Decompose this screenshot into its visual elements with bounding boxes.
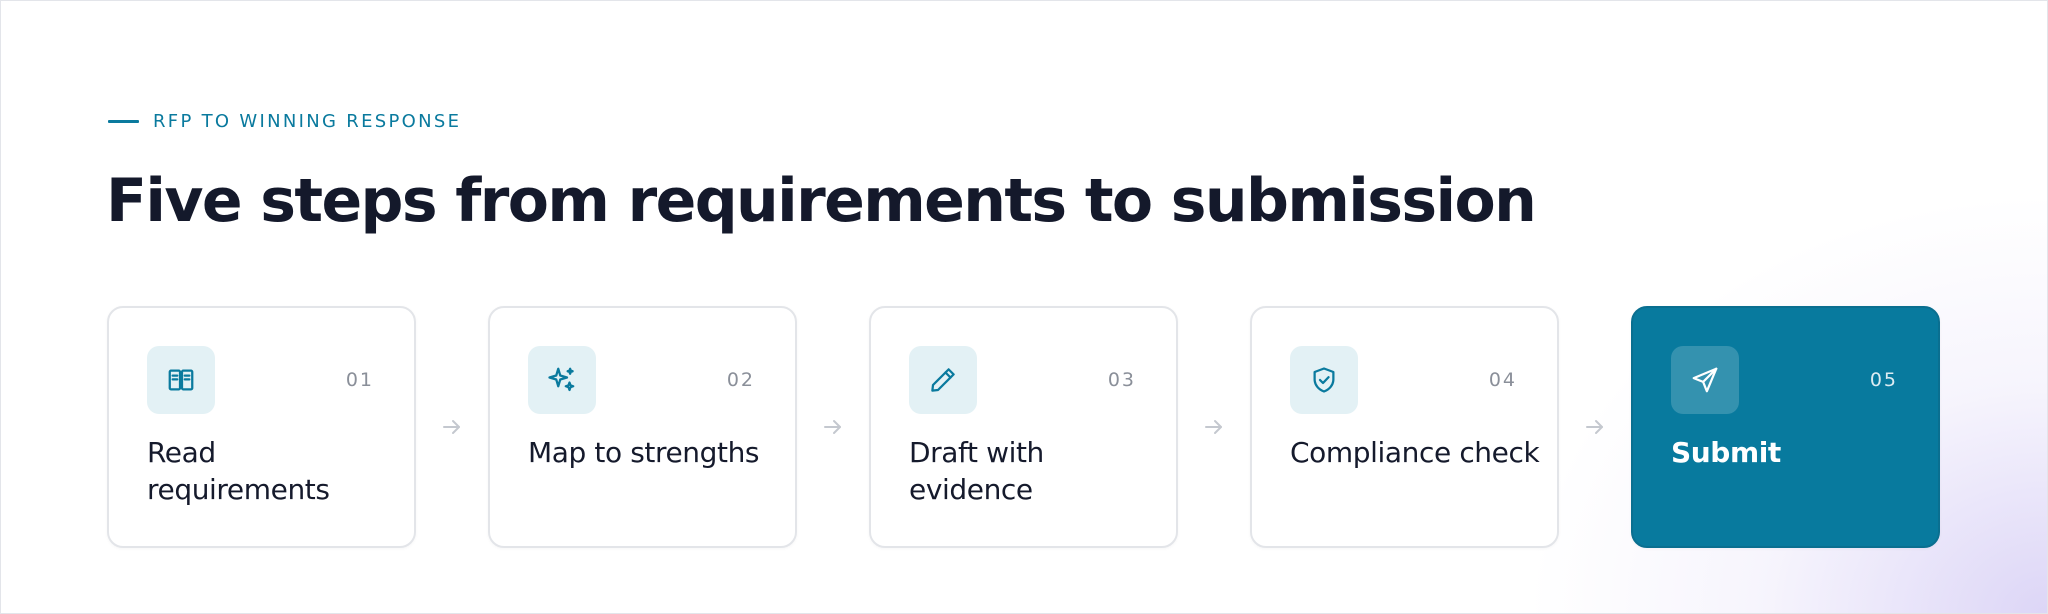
sparkles-icon (528, 346, 596, 414)
arrow-right-icon (797, 306, 869, 548)
step-card-draft-with-evidence: 03 Draft with evidence (869, 306, 1178, 548)
step-card-compliance-check: 04 Compliance check (1250, 306, 1559, 548)
step-title: Compliance check (1290, 436, 1540, 469)
eyebrow: RFP TO WINNING RESPONSE (108, 109, 461, 133)
step-title: Read requirements (147, 436, 330, 506)
arrow-right-icon (1178, 306, 1250, 548)
steps-row: 01 Read requirements 02 Map to strengths (107, 306, 1940, 548)
step-card-read-requirements: 01 Read requirements (107, 306, 416, 548)
step-number: 02 (726, 369, 755, 391)
send-icon (1671, 346, 1739, 414)
arrow-right-icon (416, 306, 488, 548)
page-title: Five steps from requirements to submissi… (106, 166, 1537, 236)
eyebrow-label: RFP TO WINNING RESPONSE (153, 110, 462, 132)
step-number: 05 (1869, 369, 1898, 391)
step-title: Draft with evidence (909, 436, 1044, 506)
arrow-right-icon (1559, 306, 1631, 548)
step-title: Map to strengths (528, 436, 760, 469)
step-card-submit: 05 Submit (1631, 306, 1940, 548)
pencil-icon (909, 346, 977, 414)
step-number: 01 (345, 369, 374, 391)
eyebrow-rule (108, 119, 139, 123)
step-card-map-to-strengths: 02 Map to strengths (488, 306, 797, 548)
step-number: 03 (1107, 369, 1136, 391)
book-open-icon (147, 346, 215, 414)
step-number: 04 (1488, 369, 1517, 391)
shield-check-icon (1290, 346, 1358, 414)
step-title: Submit (1671, 436, 1781, 469)
